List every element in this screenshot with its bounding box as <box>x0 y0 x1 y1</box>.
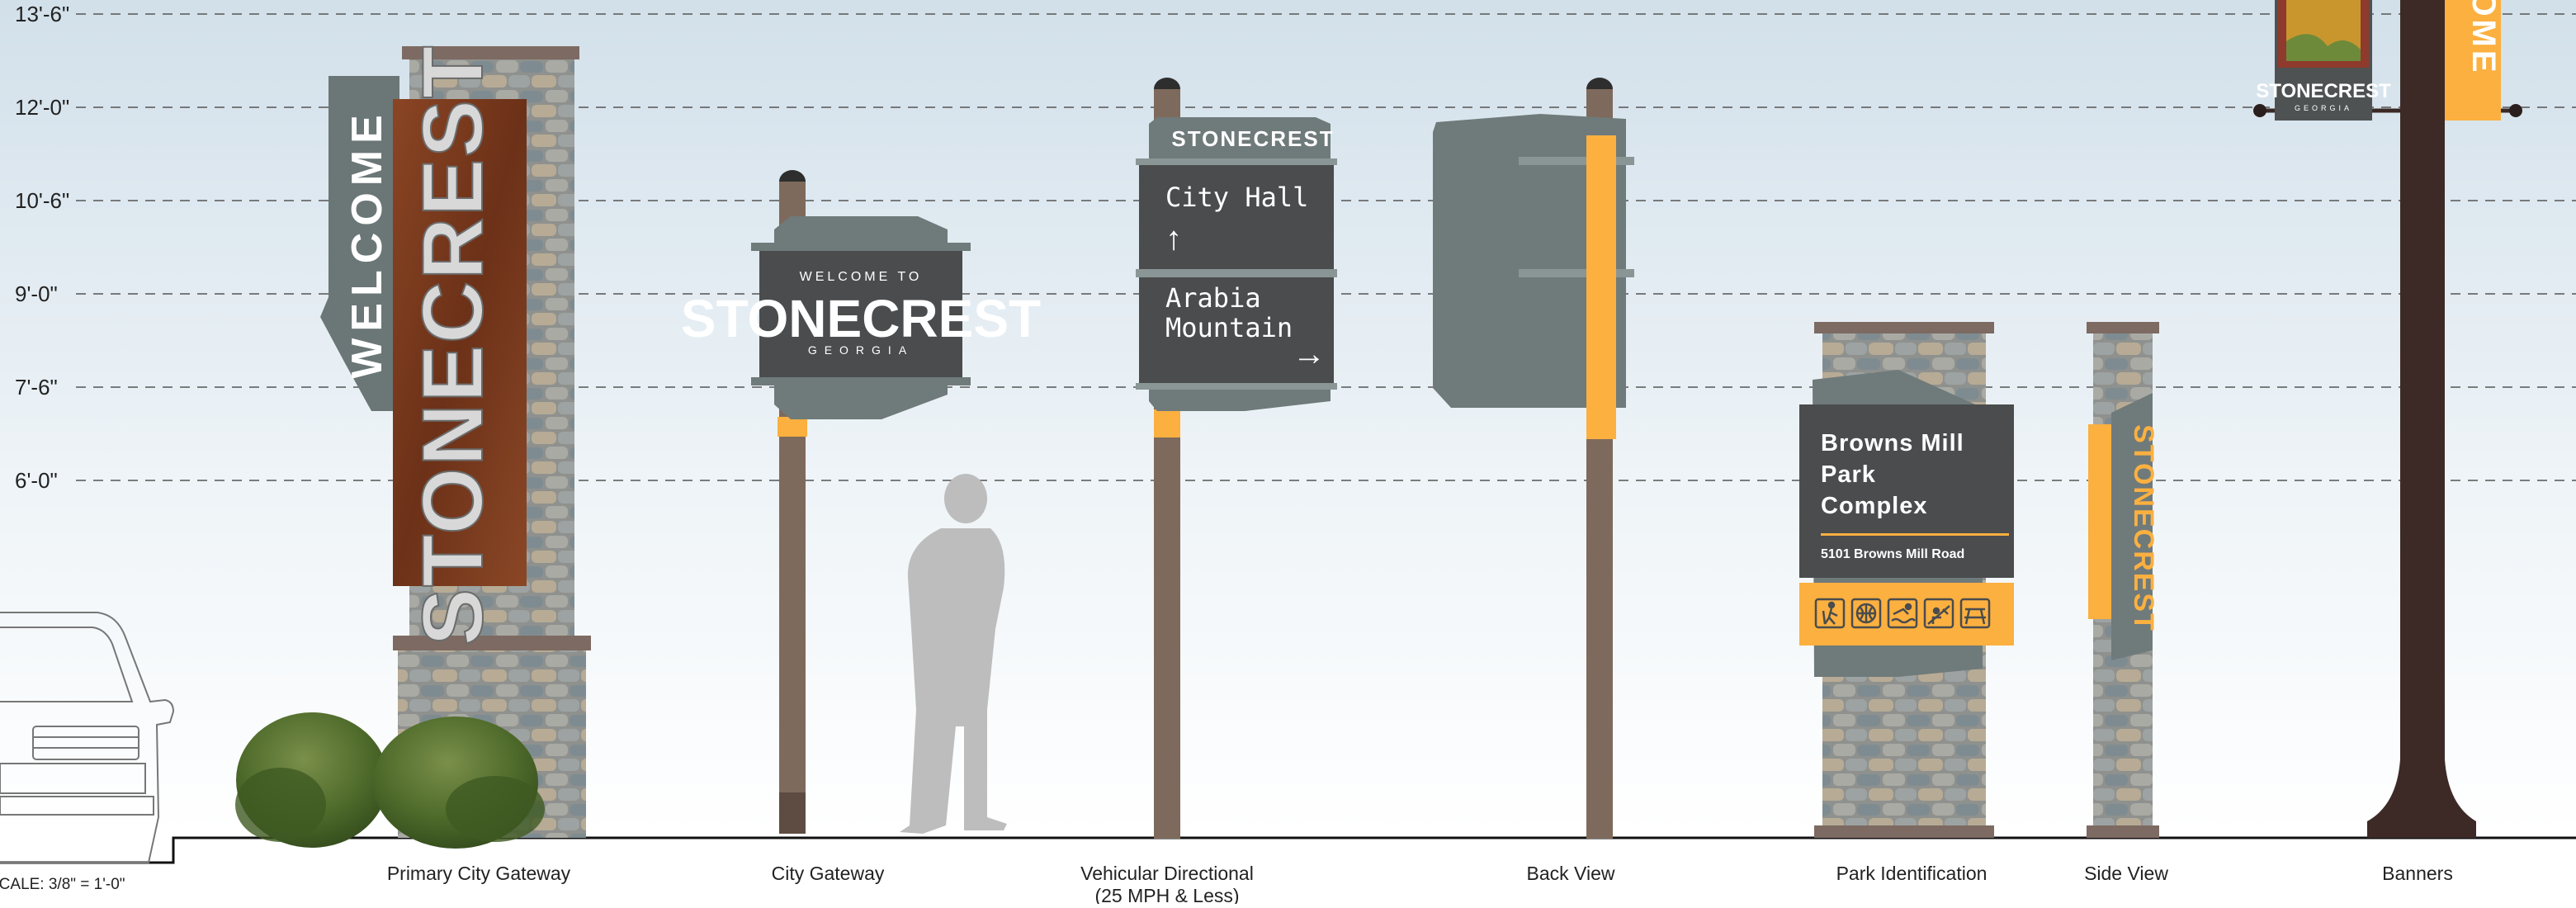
directional-panel-1 <box>1139 165 1334 269</box>
basketball-icon <box>1850 598 1882 629</box>
shrub-right <box>373 716 545 849</box>
primary-city-gateway: WELCOME STONECREST <box>235 44 591 849</box>
banner-right-text: OME <box>2465 0 2502 76</box>
arrow-up-icon: ↑ <box>1165 220 1182 257</box>
arm-finial-right <box>2509 104 2522 117</box>
light-pole <box>2367 0 2476 838</box>
height-labels: 13'-6" 12'-0" 10'-6" 9'-0" 7'-6" 6'-0" <box>15 2 69 493</box>
side-accent-strip <box>2088 424 2111 619</box>
car-outline <box>0 612 175 863</box>
directional-panel-2 <box>1139 277 1334 383</box>
welcome-flag-panel <box>320 76 399 411</box>
arm-finial-left <box>2253 104 2266 117</box>
back-rail-top <box>1519 157 1634 165</box>
directional-rail-bottom <box>1136 383 1337 390</box>
banner-left-photo-trees <box>2286 34 2361 61</box>
height-label-7-6: 7'-6" <box>15 375 58 400</box>
destination-2-line2: Mountain <box>1165 312 1293 343</box>
back-view-sign <box>1433 78 1634 839</box>
caption-banners: Banners <box>2382 863 2453 884</box>
park-name-line2: Park <box>1821 461 1876 488</box>
post-accent-band <box>778 417 807 437</box>
pillar-base <box>1814 825 1994 838</box>
state-text: GEORGIA <box>808 343 914 357</box>
vehicular-directional-sign: STONECREST City Hall ↑ Arabia Mountain → <box>1136 78 1337 839</box>
side-city-text: STONECREST <box>2128 424 2159 632</box>
gateway-face-panel <box>759 251 962 377</box>
ground-line <box>0 836 2576 864</box>
destination-1-text: City Hall <box>1165 182 1308 213</box>
welcome-text: WELCOME <box>343 108 391 379</box>
banner-city-text: STONECREST <box>2256 80 2391 102</box>
caption-primary-gateway: Primary City Gateway <box>387 863 571 884</box>
bottom-rail <box>751 377 971 385</box>
park-name-panel <box>1799 404 2014 578</box>
post-cap <box>1586 78 1613 89</box>
caption-back-view: Back View <box>1527 863 1615 884</box>
height-label-9-0: 9'-0" <box>15 281 58 306</box>
city-name-text: STONECREST <box>681 289 1041 348</box>
side-view-sign: STONECREST <box>2087 322 2159 838</box>
caption-vehicular-line1: Vehicular Directional <box>1080 863 1254 884</box>
hiking-icon <box>1814 598 1846 629</box>
directional-rail-top <box>1136 158 1337 165</box>
park-name-line3: Complex <box>1821 493 1927 519</box>
pillar-cap <box>402 46 579 59</box>
post-accent-band <box>1154 409 1180 437</box>
address-rule <box>1821 533 2009 536</box>
back-accent-strip <box>1586 135 1616 439</box>
arrow-right-icon: → <box>1293 336 1326 372</box>
park-identification-sign: Browns Mill Park Complex 5101 Browns Mil… <box>1799 322 2014 838</box>
height-label-6-0: 6'-0" <box>15 468 58 493</box>
park-address-text: 5101 Browns Mill Road <box>1821 547 1964 561</box>
captions: Primary City Gateway City Gateway Vehicu… <box>387 863 2453 906</box>
amenity-icons <box>1814 598 1991 629</box>
caption-park-identification: Park Identification <box>1836 863 1988 884</box>
back-panel <box>1433 114 1626 408</box>
picnic-icon <box>1959 598 1991 629</box>
corten-panel <box>393 99 527 586</box>
post-base-plate <box>779 792 806 834</box>
side-panel <box>2111 393 2153 660</box>
banner-pole: STONECREST GEORGIA OME <box>2253 0 2522 838</box>
playground-icon <box>1923 598 1954 629</box>
caption-city-gateway: City Gateway <box>772 863 885 884</box>
caption-side-view: Side View <box>2084 863 2168 884</box>
banner-state-text: GEORGIA <box>2295 104 2352 112</box>
height-label-13-6: 13'-6" <box>15 2 69 26</box>
person-silhouette <box>900 474 1007 834</box>
pillar-cap <box>2087 322 2159 333</box>
pillar-band <box>393 636 591 650</box>
banner-right <box>2445 0 2501 121</box>
city-gateway-sign: WELCOME TO STONECREST GEORGIA <box>681 170 1041 834</box>
caption-vehicular-line2: (25 MPH & Less) <box>1094 885 1239 904</box>
park-name-line1: Browns Mill <box>1821 430 1964 456</box>
shrub-left <box>235 712 388 848</box>
back-rail-mid <box>1519 269 1634 277</box>
directional-rail-mid <box>1136 269 1337 277</box>
top-rail <box>751 243 971 251</box>
scale-note: SCALE: 3/8" = 1'-0" <box>0 876 125 893</box>
swimming-icon <box>1887 598 1918 629</box>
stonecrest-dimensional-letters: STONECREST <box>405 45 501 646</box>
pillar-base <box>2087 825 2159 838</box>
directional-header-text: STONECREST <box>1171 126 1334 151</box>
welcome-to-text: WELCOME TO <box>800 270 923 284</box>
height-label-10-6: 10'-6" <box>15 188 69 213</box>
pillar-cap <box>1814 322 1994 333</box>
post-cap <box>1154 78 1180 89</box>
destination-2-line1: Arabia <box>1165 282 1261 314</box>
post-cap <box>779 170 806 182</box>
height-label-12-0: 12'-0" <box>15 95 69 120</box>
